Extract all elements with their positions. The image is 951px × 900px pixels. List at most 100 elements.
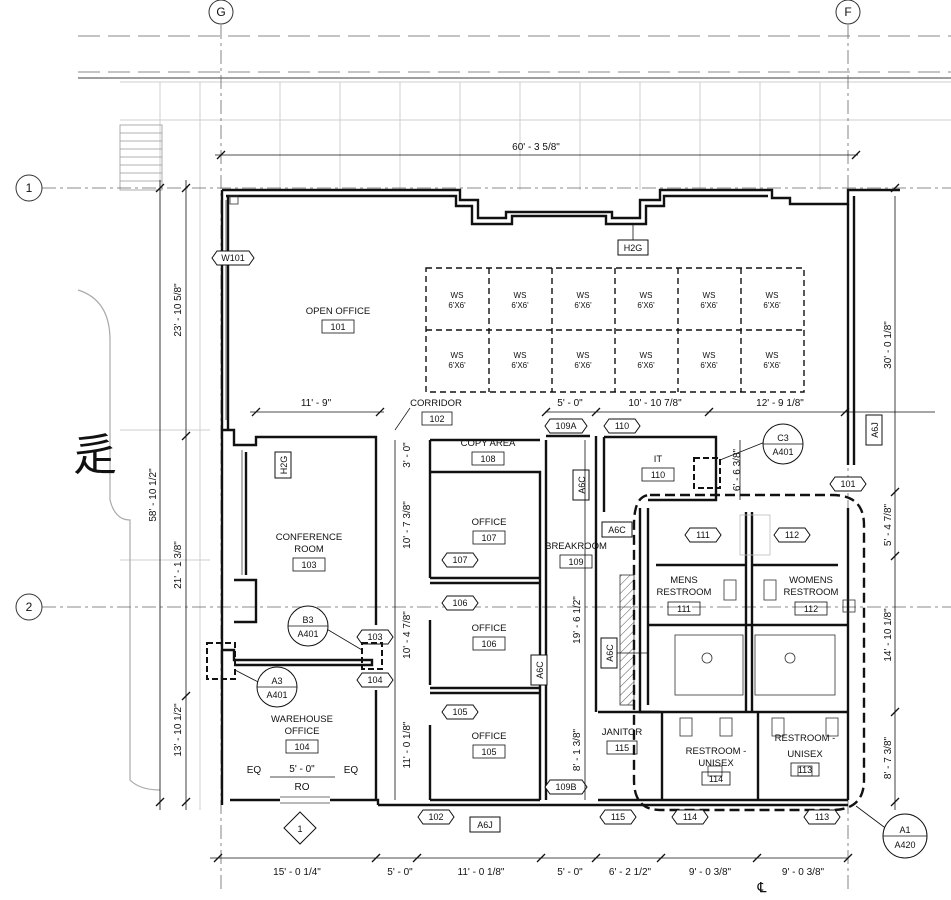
plumbing-fixtures: [229, 195, 856, 777]
dim-right-14: 14' - 10 1/8": [883, 608, 894, 662]
dim-c19-6: 19' - 6 1/2": [572, 596, 583, 644]
grid-label-1: 1: [26, 181, 33, 195]
dim-right-8: 8' - 7 3/8": [883, 736, 894, 779]
dim-c8-1: 8' - 1 3/8": [572, 728, 583, 771]
workstation-size: 6'X6': [763, 301, 781, 310]
door-tag-label: 111: [696, 530, 710, 540]
element-tags: H2G H2G A6J A6J A6C A6C A6C A6C: [247, 224, 883, 895]
door-tag-109a: [544, 418, 588, 434]
dim-c3-0: 3' - 0": [402, 442, 413, 468]
tag-a6c-3: A6C: [530, 654, 548, 686]
door-tag-101: [829, 476, 867, 492]
tag-h2g-conf-label: H2G: [279, 456, 289, 475]
workstation-label: WS: [514, 351, 527, 360]
tag-a6j-right: A6J: [865, 414, 883, 446]
room-name-copy-area: COPY AREA: [461, 438, 516, 449]
door-tag-107: [441, 552, 479, 568]
workstation-label: WS: [514, 291, 527, 300]
room-name-office-107: OFFICE: [472, 517, 507, 528]
section-a1-top: A1: [899, 825, 910, 835]
dimension-lines: [159, 154, 935, 859]
workstation-size: 6'X6': [448, 301, 466, 310]
workstation-label: WS: [703, 291, 716, 300]
room-labels: OPEN OFFICE 101 CORRIDOR 102 COPY AREA 1…: [271, 306, 839, 786]
door-tag-112: [773, 527, 811, 543]
dim-left-overall: 58' - 10 1/2": [148, 468, 159, 522]
door-tag-label: 109B: [555, 782, 576, 792]
room-name-breakroom: BREAKROOM: [545, 541, 607, 552]
room-number-106: 106: [481, 639, 496, 649]
centerline-symbol: ℄: [757, 879, 767, 895]
walls: [220, 188, 900, 807]
tag-a6c-3-label: A6C: [535, 661, 545, 679]
tag-h2g-conf: H2G: [274, 451, 292, 479]
workstation-label: WS: [577, 291, 590, 300]
workstation-label: WS: [577, 351, 590, 360]
room-name-conference-2: ROOM: [294, 544, 324, 555]
dimension-text: 60' - 3 5/8" 11' - 9" 5' - 0" 10' - 10 7…: [148, 142, 894, 878]
room-number-110: 110: [651, 470, 665, 480]
tag-a6j-right-label: A6J: [870, 422, 880, 438]
site-curb: [77, 289, 161, 791]
section-b3-top: B3: [302, 615, 313, 625]
workstation-labels: WS6'X6'WS6'X6'WS6'X6'WS6'X6'WS6'X6'WS6'X…: [448, 291, 781, 370]
tag-a6c-2: A6C: [601, 521, 633, 538]
tag-a6j-bottom-label: A6J: [477, 820, 493, 830]
exterior-stairs: [119, 124, 163, 191]
dim-b11: 11' - 0 1/8": [458, 867, 505, 878]
tag-ro: RO: [295, 782, 310, 793]
door-tag-105: [441, 704, 479, 720]
tag-eq-left: EQ: [247, 765, 262, 776]
door-tag-115: [599, 809, 637, 825]
tag-a6c-2-label: A6C: [608, 525, 626, 535]
door-tag-label: 109A: [555, 421, 576, 431]
door-tag-102: [417, 809, 455, 825]
room-number-105: 105: [481, 747, 496, 757]
workstation-label: WS: [640, 351, 653, 360]
door-tag-label: 103: [367, 632, 382, 642]
grid-label-2: 2: [26, 600, 33, 614]
room-name-warehouse: WAREHOUSE: [271, 714, 333, 725]
door-tag-label: 115: [611, 812, 625, 822]
door-tag-label: 113: [815, 812, 829, 822]
dim-b15: 15' - 0 1/4": [273, 867, 321, 878]
grid-bubbles: G F 1 2: [15, 0, 861, 621]
workstation-size: 6'X6': [511, 301, 529, 310]
door-tag-109b: [544, 779, 588, 795]
room-name-rr113-2: UNISEX: [787, 749, 823, 760]
door-tag-label: 104: [367, 675, 382, 685]
door-tag-label: 101: [840, 479, 855, 489]
dimension-ticks: [155, 150, 900, 863]
workstation-size: 6'X6': [637, 301, 655, 310]
tag-a6c-1: A6C: [572, 469, 590, 501]
door-tag-111: [684, 527, 722, 543]
keynote-diamond: 1: [283, 811, 317, 845]
section-c3: C3 A401: [719, 423, 804, 465]
workstation-size: 6'X6': [763, 361, 781, 370]
dim-right-5: 5' - 4 7/8": [883, 503, 894, 546]
tag-eq-right: EQ: [344, 765, 359, 776]
dim-5a: 5' - 0": [557, 398, 583, 409]
dim-b6: 6' - 2 1/2": [609, 867, 652, 878]
dim-left-13: 13' - 10 1/2": [173, 703, 184, 757]
door-tag-w101: [211, 250, 255, 266]
room-number-104: 104: [294, 742, 309, 752]
tag-a6c-1-label: A6C: [577, 476, 587, 494]
room-name-rr113: RESTROOM -: [775, 733, 836, 744]
dim-conf-width: 11' - 9": [301, 398, 332, 409]
dim-overall: 60' - 3 5/8": [512, 142, 560, 153]
workstation-label: WS: [640, 291, 653, 300]
workstation-size: 6'X6': [700, 361, 718, 370]
property-line: [78, 35, 951, 73]
room-number-109: 109: [568, 557, 583, 567]
workstation-size: 6'X6': [511, 361, 529, 370]
casework-hatch: [619, 574, 635, 706]
tag-a6j-bottom: A6J: [469, 816, 501, 833]
dim-wh-5: 5' - 0": [289, 764, 315, 775]
room-name-it: IT: [654, 454, 663, 465]
workstation-label: WS: [766, 291, 779, 300]
section-a1: A1 A420: [855, 805, 928, 859]
section-callouts: C3 A401 B3 A401 A3 A401 A1 A420: [234, 423, 928, 859]
door-tag-113: [803, 809, 841, 825]
workstation-size: 6'X6': [574, 301, 592, 310]
